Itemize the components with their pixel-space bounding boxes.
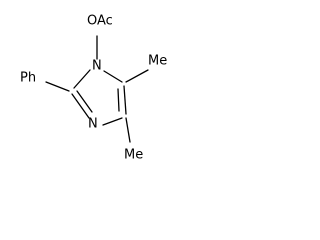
bond-n3-c4	[102, 117, 123, 126]
bond-c2-ph	[45, 81, 70, 92]
label-me-top: Me	[148, 54, 167, 69]
label-n1: N	[92, 59, 102, 74]
bond-c4-me	[125, 117, 131, 143]
bond-c2-n3	[71, 93, 90, 119]
bonds	[45, 35, 149, 143]
label-ph: Ph	[20, 71, 36, 86]
label-oac: OAc	[87, 14, 113, 29]
bond-c4-c5	[123, 85, 127, 115]
bond-c2-n3-double	[76, 90, 93, 113]
label-n3: N	[88, 117, 98, 132]
label-me-bottom: Me	[124, 148, 143, 163]
bond-c4-c5-double	[117, 88, 120, 112]
chemical-structure: OAc N N Ph Me Me	[20, 14, 167, 163]
bond-c5-n1	[103, 70, 123, 83]
bond-n1-c2	[73, 69, 91, 89]
bond-c5-me	[125, 69, 149, 83]
